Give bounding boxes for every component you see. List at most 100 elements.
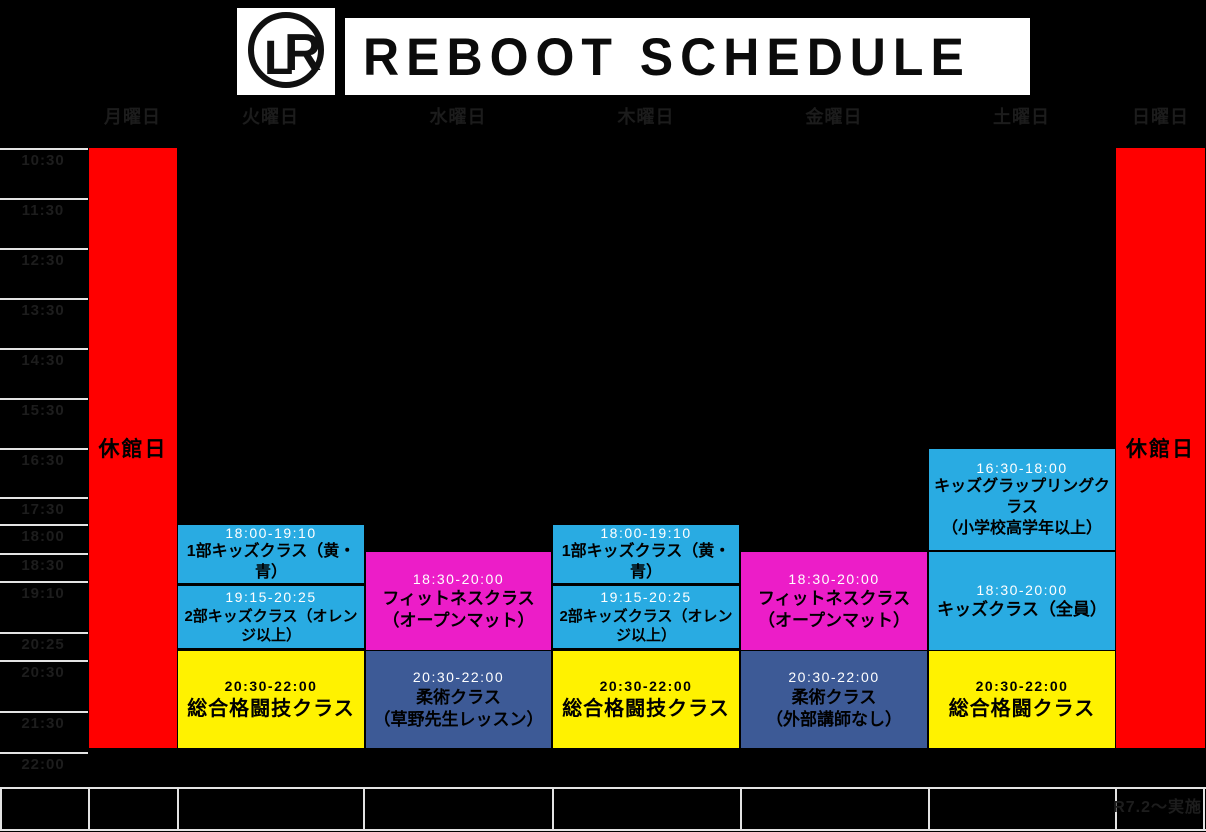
time-label: 18:00 (21, 528, 65, 545)
block-tuesday-kids1: 18:00-19:10 1部キッズクラス（黄・青） (178, 525, 364, 583)
block-wednesday-fitness: 18:30-20:00 フィットネスクラス （オープンマット） (366, 552, 551, 650)
time-gridline (0, 298, 88, 300)
class-name: フィットネスクラス (757, 589, 911, 608)
time-gridline (0, 711, 88, 713)
title-box: REBOOT SCHEDULE (345, 18, 1030, 95)
time-gridline (0, 448, 88, 450)
class-name: キッズグラップリングクラス (934, 478, 1110, 517)
bottom-grid-vline (363, 787, 365, 829)
class-name: 柔術クラス (791, 687, 877, 707)
class-time: 20:30-22:00 (975, 678, 1069, 695)
time-label: 14:30 (21, 352, 65, 369)
footer-note: R7.2～実施 (1113, 799, 1202, 816)
class-name: 2部キッズクラス（オレンジ以上） (559, 607, 733, 645)
block-friday-fitness: 18:30-20:00 フィットネスクラス （オープンマット） (741, 552, 927, 650)
class-time: 18:00-19:10 (600, 525, 692, 542)
block-thursday-mma: 20:30-22:00 総合格闘技クラス (553, 651, 739, 748)
logo-letter-l: L (264, 32, 293, 85)
bottom-grid-line-top (0, 787, 1206, 789)
class-name: 総合格闘クラス (948, 697, 1096, 720)
class-subname: （オープンマット） (758, 611, 910, 631)
block-tuesday-mma: 20:30-22:00 総合格闘技クラス (178, 651, 364, 748)
time-label: 16:30 (21, 452, 65, 469)
time-gridline (0, 581, 88, 583)
day-header-saturday: 土曜日 (993, 107, 1050, 127)
time-label: 13:30 (21, 302, 65, 319)
bottom-grid-line-bottom (0, 829, 1206, 831)
class-name: 2部キッズクラス（オレンジ以上） (184, 607, 358, 645)
block-tuesday-kids2: 19:15-20:25 2部キッズクラス（オレンジ以上） (178, 586, 364, 648)
bottom-grid-vline (1203, 787, 1205, 829)
block-saturday-kids-grappling: 16:30-18:00 キッズグラップリングクラス （小学校高学年以上） (929, 449, 1115, 550)
class-name: 総合格闘技クラス (187, 697, 355, 720)
bottom-grid-vline (1115, 787, 1117, 829)
bottom-grid-vline (928, 787, 930, 829)
time-gridline (0, 497, 88, 499)
class-time: 20:30-22:00 (412, 669, 505, 686)
block-saturday-mma: 20:30-22:00 総合格闘クラス (929, 651, 1115, 748)
time-gridline (0, 198, 88, 200)
time-label: 21:30 (21, 715, 65, 732)
class-name: 1部キッズクラス（黄・青） (561, 543, 731, 582)
bottom-grid-vline (177, 787, 179, 829)
time-label: 11:30 (21, 202, 65, 219)
closed-label: 休館日 (98, 438, 168, 461)
time-label: 17:30 (21, 501, 65, 518)
class-name: 1部キッズクラス（黄・青） (186, 543, 356, 582)
day-header-friday: 金曜日 (805, 107, 863, 127)
logo-circle (248, 12, 324, 88)
time-gridline (0, 632, 88, 634)
time-gridline (0, 348, 88, 350)
time-label: 20:30 (21, 664, 65, 681)
time-label: 18:30 (21, 557, 65, 574)
class-time: 18:30-20:00 (788, 570, 880, 587)
time-gridline (0, 398, 88, 400)
time-label: 10:30 (21, 152, 65, 169)
page-title: REBOOT SCHEDULE (363, 27, 971, 86)
class-time: 18:30-20:00 (976, 581, 1068, 598)
time-label: 19:10 (21, 585, 65, 602)
time-gridline (0, 553, 88, 555)
block-thursday-kids1: 18:00-19:10 1部キッズクラス（黄・青） (553, 525, 739, 583)
class-subname: （小学校高学年以上） (941, 519, 1102, 537)
class-time: 18:30-20:00 (412, 570, 505, 587)
time-label: 20:25 (21, 636, 65, 653)
day-header-wednesday: 水曜日 (429, 107, 487, 127)
bottom-grid-vline (552, 787, 554, 829)
logo-box: L R (237, 8, 335, 95)
logo-letter-r: R (284, 24, 322, 82)
class-time: 19:15-20:25 (600, 589, 692, 606)
time-gridline (0, 524, 88, 526)
block-friday-jiujitsu: 20:30-22:00 柔術クラス （外部講師なし） (741, 651, 927, 748)
time-label: 12:30 (21, 252, 65, 269)
day-header-monday: 月曜日 (104, 107, 161, 127)
time-label: 22:00 (21, 756, 65, 773)
class-time: 20:30-22:00 (224, 678, 318, 695)
class-subname: （オープンマット） (382, 611, 535, 631)
closed-label: 休館日 (1126, 438, 1195, 461)
closed-column-monday: 休館日 (89, 148, 177, 748)
bottom-grid-vline (0, 787, 2, 829)
logo-mark: L R (248, 12, 324, 88)
block-thursday-kids2: 19:15-20:25 2部キッズクラス（オレンジ以上） (553, 586, 739, 648)
day-header-thursday: 木曜日 (617, 107, 675, 127)
closed-column-sunday: 休館日 (1116, 148, 1205, 748)
class-name: 総合格闘技クラス (562, 697, 730, 720)
bottom-grid-vline (88, 787, 90, 829)
time-gridline (0, 148, 88, 150)
day-header-tuesday: 火曜日 (242, 107, 299, 127)
class-time: 20:30-22:00 (788, 669, 880, 686)
class-time: 20:30-22:00 (599, 678, 693, 695)
class-name: キッズクラス（全員） (937, 600, 1107, 620)
block-saturday-kids: 18:30-20:00 キッズクラス（全員） (929, 552, 1115, 650)
class-time: 18:00-19:10 (225, 525, 317, 542)
class-name: 柔術クラス (416, 687, 501, 707)
class-subname: （草野先生レッスン） (373, 709, 544, 729)
day-header-sunday: 日曜日 (1132, 107, 1189, 127)
block-wednesday-jiujitsu: 20:30-22:00 柔術クラス （草野先生レッスン） (366, 651, 551, 748)
class-subname: （外部講師なし） (766, 709, 902, 729)
time-gridline (0, 752, 88, 754)
bottom-grid-vline (740, 787, 742, 829)
class-name: フィットネスクラス (382, 589, 535, 608)
time-gridline (0, 248, 88, 250)
